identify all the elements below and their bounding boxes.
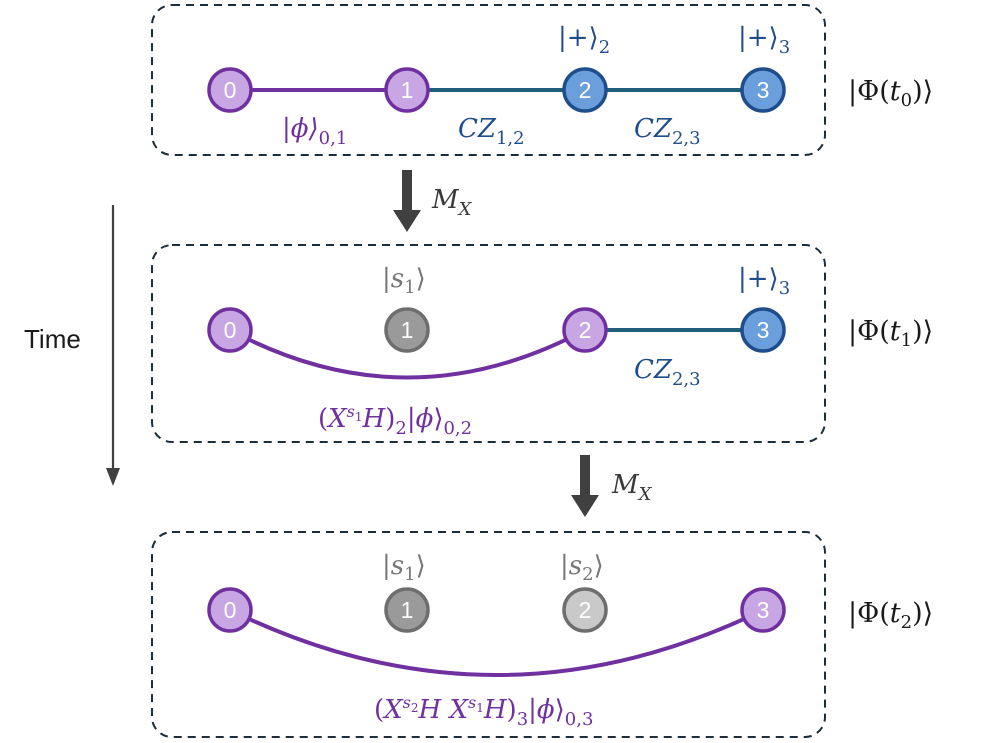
curve-label-t2: (Xs2H Xs1H)3|ϕ⟩0,3 <box>374 693 593 730</box>
stage-t1: 0 1 2 3 |s1⟩ |+⟩3 CZ2,3 (Xs1H)2|ϕ⟩0,2 |Φ… <box>151 244 933 443</box>
qubit-node-0: 0 <box>207 67 253 113</box>
qubit-label: 2 <box>579 597 592 623</box>
measurement-arrow-1: MX <box>393 170 473 232</box>
state-label-t2: |Φ(t2)⟩ <box>848 598 933 633</box>
plus-ket-2: |+⟩2 <box>558 23 610 58</box>
qubit-node-2: 2 <box>562 67 608 113</box>
qubit-label: 3 <box>757 77 770 103</box>
edge-label-cz-1-2: CZ1,2 <box>458 114 525 149</box>
stage-t0-frame <box>151 4 826 156</box>
qubit-circle <box>740 67 786 113</box>
qubit-circle <box>740 307 786 353</box>
qubit-label: 3 <box>757 597 770 623</box>
time-axis-arrowhead <box>106 468 120 486</box>
state-label-t0: |Φ(t0)⟩ <box>848 76 933 111</box>
arrow-shaft <box>580 455 590 497</box>
qubit-node-0: 0 <box>207 307 253 353</box>
measured-ket-s1: |s1⟩ <box>382 551 426 585</box>
stage-t2-frame <box>151 531 826 738</box>
qubit-label: 1 <box>401 597 414 623</box>
qubit-label: 0 <box>224 597 237 623</box>
qubit-circle <box>384 67 430 113</box>
arrow-shaft <box>402 170 412 212</box>
time-label: Time <box>24 324 81 354</box>
qubit-label: 2 <box>579 317 592 343</box>
qubit-circle <box>207 587 253 633</box>
qubit-node-2: 2 <box>562 307 608 353</box>
measurement-label-mx: MX <box>611 470 653 505</box>
qubit-circle <box>562 307 608 353</box>
state-label-t1: |Φ(t1)⟩ <box>848 316 933 351</box>
measurement-label-mx: MX <box>431 185 473 220</box>
qubit-label: 0 <box>224 77 237 103</box>
qubit-label: 1 <box>401 77 414 103</box>
time-axis: Time <box>24 205 120 486</box>
plus-ket-3: |+⟩3 <box>738 23 790 58</box>
edge-0-2-curve <box>229 328 586 380</box>
measurement-arrow-2: MX <box>571 455 653 517</box>
qubit-node-1: 1 <box>384 67 430 113</box>
qubit-label: 2 <box>579 77 592 103</box>
qubit-circle <box>740 587 786 633</box>
qubit-label: 0 <box>224 317 237 343</box>
arrow-head <box>393 210 421 232</box>
curve-label-t1: (Xs1H)2|ϕ⟩0,2 <box>318 402 472 439</box>
plus-ket-3: |+⟩3 <box>738 264 790 299</box>
qubit-node-3: 3 <box>740 67 786 113</box>
stage-t1-frame <box>151 244 826 443</box>
qubit-node-3: 3 <box>740 587 786 633</box>
arrow-head <box>571 495 599 517</box>
stage-t2: 0 1 2 3 |s1⟩ |s2⟩ (Xs2H Xs1H)3|ϕ⟩0,3 |Φ(… <box>151 531 933 738</box>
qubit-circle <box>562 67 608 113</box>
qubit-circle <box>562 587 608 633</box>
measured-ket-s1: |s1⟩ <box>382 264 426 298</box>
qubit-circle <box>207 67 253 113</box>
qubit-circle <box>384 307 430 353</box>
qubit-node-1-measured: 1 <box>384 307 430 353</box>
qubit-circle <box>384 587 430 633</box>
qubit-node-3: 3 <box>740 307 786 353</box>
edge-label-phi-0-1: |ϕ⟩0,1 <box>282 114 347 149</box>
qubit-node-2-measured: 2 <box>562 587 608 633</box>
qubit-label: 1 <box>401 317 414 343</box>
edge-label-cz-2-3: CZ2,3 <box>634 114 701 149</box>
stage-t0: 0 1 2 3 |+⟩2 |+⟩3 |ϕ⟩0,1 CZ1,2 CZ2,3 |Φ(… <box>151 4 933 156</box>
qubit-node-0: 0 <box>207 587 253 633</box>
qubit-label: 3 <box>757 317 770 343</box>
measured-ket-s2: |s2⟩ <box>560 551 604 585</box>
edge-label-cz-2-3: CZ2,3 <box>634 355 701 390</box>
edge-0-3-curve <box>229 608 764 677</box>
qubit-node-1-measured: 1 <box>384 587 430 633</box>
qubit-circle <box>207 307 253 353</box>
